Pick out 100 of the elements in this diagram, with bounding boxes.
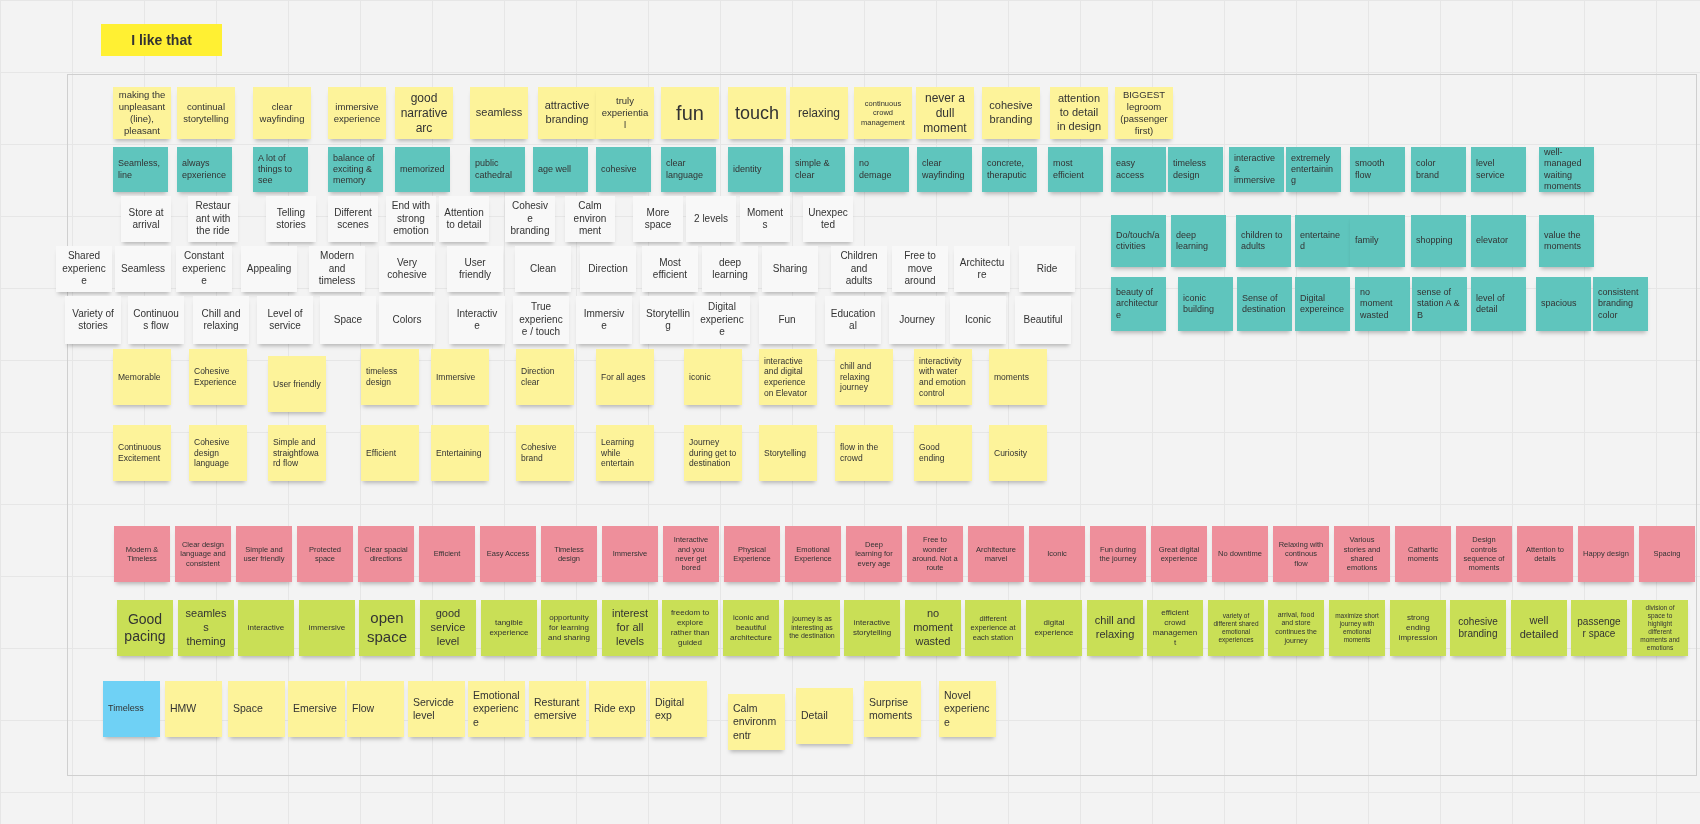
sticky-note: timeless design [361,349,419,405]
sticky-note: More space [633,196,683,242]
sticky-note: iconic building [1178,277,1233,331]
sticky-note: identity [728,147,783,192]
sticky-note: timeless design [1168,147,1223,192]
sticky-note: interactive and digital experience on Elevator [759,349,817,405]
sticky-note: touch [728,87,786,139]
sticky-note: cohesive branding [982,87,1040,139]
sticky-note: Constant experience [176,246,232,292]
sticky-note: Cohesive Experience [189,349,247,405]
sticky-note: relaxing [790,87,848,139]
sticky-note: beauty of architecture [1111,277,1166,331]
sticky-note: Most efficient [642,246,698,292]
sticky-note: shopping [1411,215,1466,267]
sticky-note: interactive storytelling [844,600,900,656]
sticky-note: tangible experience [481,600,537,656]
sticky-note: Free to move around [892,246,948,292]
sticky-note: family [1350,215,1405,267]
sticky-note: seamless [470,87,528,139]
sticky-note: Cohesive branding [505,196,555,242]
sticky-note: iconic [684,349,742,405]
sticky-note: continual storytelling [177,87,235,139]
sticky-note: For all ages [596,349,654,405]
sticky-note: level service [1471,147,1526,192]
sticky-note: sense of station A & B [1412,277,1467,331]
sticky-note: Unexpected [803,196,853,242]
sticky-note: Simple and straightfoward flow [268,425,326,481]
sticky-note: Educational [825,296,881,344]
sticky-note: Sense of destination [1237,277,1292,331]
sticky-note: User friendly [268,356,326,412]
sticky-note: fun [661,87,719,139]
sticky-note: Attention to detail [439,196,489,242]
sticky-note: interactive & immersive [1229,147,1284,192]
sticky-note: Journey during get to destination [684,425,742,481]
sticky-note: Ride exp [589,681,646,737]
sticky-note: Emersive [288,681,345,737]
sticky-note: Curiosity [989,425,1047,481]
sticky-note: always epxerience [177,147,232,192]
sticky-note: memorized [395,147,450,192]
title-note: I like that [101,24,222,56]
sticky-note: open space [359,600,415,656]
sticky-note: Do/touch/activities [1111,215,1166,267]
sticky-note: seamless theming [178,600,234,656]
sticky-note: Fun [759,296,815,344]
sticky-note: Variety of stories [65,296,121,344]
sticky-note: Resturant emersive [529,681,586,737]
sticky-note: Beautiful [1015,296,1071,344]
sticky-note: Cohesive design language [189,425,247,481]
sticky-note: Good pacing [117,600,173,656]
sticky-note: never a dull moment [916,87,974,139]
sticky-note: most efficient [1048,147,1103,192]
sticky-note: simple & clear [790,147,845,192]
sticky-note: cohesive [596,147,651,192]
sticky-note: deep learning [702,246,758,292]
sticky-note: Novel experience [939,681,996,737]
sticky-note: Ride [1019,246,1075,292]
sticky-note: Emotional experience [468,681,525,737]
sticky-note: Good ending [914,425,972,481]
sticky-note: Clean [515,246,571,292]
sticky-note: immersive [299,600,355,656]
sticky-note: Interactive [449,296,505,344]
sticky-note: End with strong emotion [386,196,436,242]
sticky-note: Continuous flow [128,296,184,344]
sticky-note: clear wayfinding [253,87,311,139]
sticky-note: no demage [854,147,909,192]
sticky-note: Calm environment [565,196,615,242]
sticky-note: Architecture [954,246,1010,292]
sticky-note: consistent branding color [1593,277,1648,331]
sticky-note: Space [320,296,376,344]
sticky-note: Learning while entertain [596,425,654,481]
sticky-note: strong ending impression [1390,600,1446,656]
sticky-note: Restaurant with the ride [188,196,238,242]
sticky-note: 2 levels [686,196,736,242]
sticky-note: Seamless [115,246,171,292]
sticky-note: immersive experience [328,87,386,139]
sticky-note: Chill and relaxing [193,296,249,344]
sticky-note: spacious [1536,277,1591,331]
sticky-note: making the unpleasant (line), pleasant [113,87,171,139]
sticky-note: interest for all levels [602,600,658,656]
sticky-note: Children and adults [831,246,887,292]
sticky-note: Memorable [113,349,171,405]
sticky-note: interactive [238,600,294,656]
sticky-note: public cathedral [470,147,525,192]
sticky-note: Modern and timeless [309,246,365,292]
sticky-note: freedom to explore rather than guided [662,600,718,656]
sticky-note: Direction clear [516,349,574,405]
sticky-note: deep learning [1171,215,1226,267]
sticky-note: well-managed waiting moments [1539,147,1594,192]
sticky-note: good service level [420,600,476,656]
sticky-note: clear language [661,147,716,192]
sticky-note: chill and relaxing journey [835,349,893,405]
sticky-note: truly experiential [596,87,654,139]
sticky-note: Detail [796,688,853,744]
sticky-note: HMW [165,681,222,737]
sticky-note: clear wayfinding [917,147,972,192]
sticky-note: extremely entertaining [1286,147,1341,192]
sticky-note: Space [228,681,285,737]
sticky-note: value the moments [1539,215,1594,267]
sticky-note: Colors [379,296,435,344]
sticky-note: Store at arrival [121,196,171,242]
